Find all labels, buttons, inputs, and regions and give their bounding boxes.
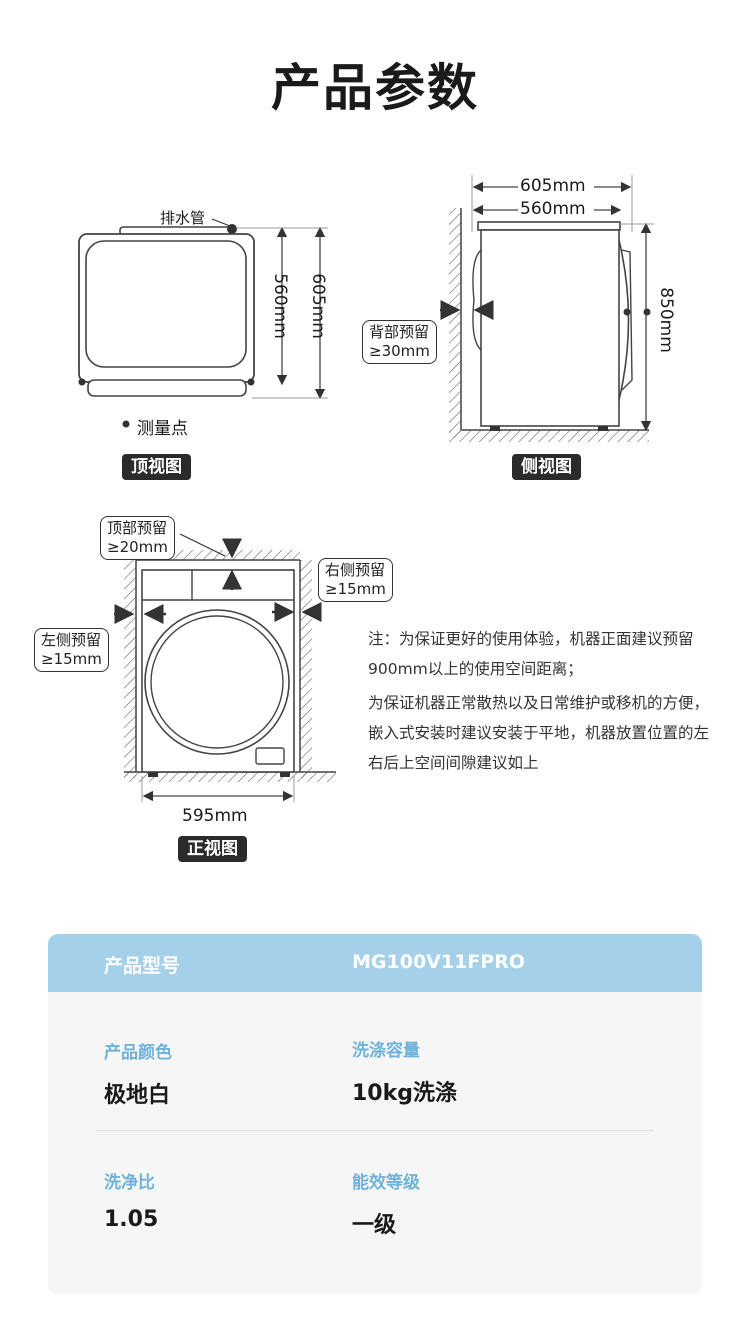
measure-point-label: 测量点 bbox=[137, 419, 188, 439]
energy-cell: 能效等级 一级 bbox=[352, 1168, 420, 1239]
back-clearance-value: ≥30mm bbox=[369, 342, 430, 360]
color-cell: 产品颜色 极地白 bbox=[104, 1038, 172, 1109]
top-view-tag: 顶视图 bbox=[122, 454, 191, 480]
capacity-label: 洗涤容量 bbox=[352, 1041, 420, 1061]
side-view-tag: 侧视图 bbox=[512, 454, 581, 480]
page-title: 产品参数 bbox=[271, 59, 479, 117]
model-label: 产品型号 bbox=[104, 955, 181, 977]
back-clearance-title: 背部预留 bbox=[369, 323, 430, 341]
right-clearance-value: ≥15mm bbox=[325, 580, 386, 598]
left-clearance-value: ≥15mm bbox=[41, 650, 102, 668]
back-clearance-callout: 背部预留 ≥30mm bbox=[362, 320, 437, 364]
left-clearance-title: 左侧预留 bbox=[41, 631, 102, 649]
front-view-tag: 正视图 bbox=[178, 836, 247, 862]
capacity-value: 10kg洗涤 bbox=[352, 1081, 457, 1106]
left-clearance-callout: 左侧预留 ≥15mm bbox=[34, 628, 109, 672]
spec-card: 产品型号 MG100V11FPRO 产品颜色 极地白 洗涤容量 10kg洗涤 洗… bbox=[48, 934, 702, 1294]
side-dim-height: 850mm bbox=[656, 287, 676, 353]
model-value: MG100V11FPRO bbox=[352, 951, 525, 973]
right-clearance-title: 右侧预留 bbox=[325, 561, 386, 579]
usage-note-1: 注：为保证更好的使用体验，机器正面建议预留900mm以上的使用空间距离； bbox=[368, 630, 694, 678]
energy-label: 能效等级 bbox=[352, 1173, 420, 1193]
ratio-cell: 洗净比 1.05 bbox=[104, 1168, 158, 1232]
spec-divider bbox=[96, 1130, 654, 1131]
right-clearance-callout: 右侧预留 ≥15mm bbox=[318, 558, 393, 602]
side-view-diagram bbox=[440, 175, 654, 442]
top-dim-inner-label: 560mm bbox=[270, 273, 290, 339]
top-clearance-title: 顶部预留 bbox=[107, 519, 168, 537]
ratio-label: 洗净比 bbox=[104, 1173, 155, 1193]
side-dim-top-inner: 560mm bbox=[518, 199, 588, 219]
energy-value: 一级 bbox=[352, 1213, 397, 1238]
top-view-diagram bbox=[78, 218, 328, 428]
top-dim-outer-label: 605mm bbox=[308, 273, 328, 339]
capacity-cell: 洗涤容量 10kg洗涤 bbox=[352, 1036, 457, 1107]
drain-pipe-label: 排水管 bbox=[160, 209, 206, 227]
top-clearance-value: ≥20mm bbox=[107, 538, 168, 556]
spec-header-row: 产品型号 MG100V11FPRO bbox=[48, 934, 702, 992]
ratio-value: 1.05 bbox=[104, 1207, 159, 1232]
color-label: 产品颜色 bbox=[104, 1043, 172, 1063]
front-view-diagram bbox=[114, 533, 336, 802]
color-value: 极地白 bbox=[104, 1083, 171, 1108]
front-width-label: 595mm bbox=[182, 806, 248, 826]
top-clearance-callout: 顶部预留 ≥20mm bbox=[100, 516, 175, 560]
usage-note-2: 为保证机器正常散热以及日常维护或移机的方便，嵌入式安装时建议安装于平地，机器放置… bbox=[368, 694, 710, 772]
side-dim-top-outer: 605mm bbox=[518, 176, 588, 196]
dimension-diagrams bbox=[78, 175, 654, 802]
